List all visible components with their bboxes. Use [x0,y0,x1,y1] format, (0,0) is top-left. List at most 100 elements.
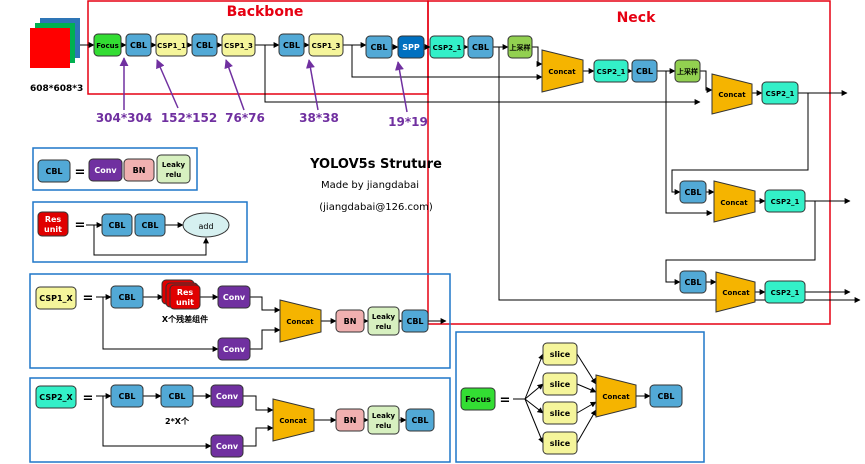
svg-text:CBL: CBL [141,221,158,230]
svg-text:Conv: Conv [216,392,239,401]
neck-cbl-b: CBL [631,59,658,83]
legend-csp1-concat: Concat [279,299,322,343]
legend-focus-cbl: CBL [649,384,683,408]
svg-text:上采样: 上采样 [510,43,531,52]
svg-text:Concat: Concat [720,199,748,207]
svg-text:Focus: Focus [96,42,119,50]
diagram-title: YOLOV5s Struture [309,157,442,172]
legend-focus-concat: Concat [595,374,637,418]
svg-text:Concat: Concat [718,91,746,99]
svg-text:slice: slice [550,409,571,418]
dim-38: 38*38 [299,111,339,125]
legend-focus-frame [455,331,705,463]
svg-text:Concat: Concat [602,393,630,401]
legend-csp1-res-stack: Res unit [161,279,201,310]
svg-text:CSP2_1: CSP2_1 [433,44,462,52]
svg-text:relu: relu [376,323,392,331]
svg-text:CBL: CBL [283,41,300,50]
legend-res-cbl-1: CBL [101,213,133,237]
svg-text:relu: relu [166,171,182,179]
legend-focus-block: Focus [460,387,496,411]
svg-text:CBL: CBL [118,392,135,401]
svg-text:CBL: CBL [130,41,147,50]
input-image-icon [30,18,80,68]
svg-text:CSP1_3: CSP1_3 [312,42,341,50]
svg-text:Leaky: Leaky [162,161,186,169]
svg-text:CSP2_1: CSP2_1 [766,90,795,98]
upsample-1: 上采样 [507,35,533,59]
diagram-email: (jiangdabai@126.com) [319,202,433,213]
legend-csp2-eq: = [83,391,94,406]
svg-text:CBL: CBL [168,392,185,401]
legend-csp1-leaky: Leaky relu [367,306,400,336]
svg-text:CBL: CBL [684,188,701,197]
legend-csp2-twox: 2*X个 [165,416,190,426]
dim-152: 152*152 [161,111,217,125]
legend-focus-slice-1: slice [542,342,578,366]
svg-text:CSP2_X: CSP2_X [39,393,73,402]
legend-csp1-cbl-out: CBL [401,309,429,333]
spp-block: SPP [397,35,425,59]
legend-cbl-block: CBL [37,159,71,183]
input-size-label: 608*608*3 [30,84,83,94]
svg-text:CBL: CBL [411,416,428,425]
legend-cbl-bn: BN [123,158,155,182]
backbone-cbl-4: CBL [365,35,393,59]
backbone-title: Backbone [227,4,304,20]
svg-text:Conv: Conv [94,166,117,175]
backbone-cbl-3: CBL [278,33,305,57]
neck-cbl-c: CBL [679,180,707,204]
legend-csp1-conv-1: Conv [217,285,251,309]
svg-text:CBL: CBL [684,278,701,287]
svg-text:Conv: Conv [223,345,246,354]
svg-text:Leaky: Leaky [372,313,396,321]
svg-text:CBL: CBL [472,43,489,52]
legend-res-add: add [182,212,230,238]
svg-text:Concat: Concat [548,68,576,76]
backbone-csp1-3-b: CSP1_3 [308,33,344,57]
legend-res-block: Res unit [37,211,69,237]
svg-text:slice: slice [550,439,571,448]
neck-concat-3: Concat [713,180,756,223]
svg-text:slice: slice [550,350,571,359]
svg-text:CSP1_3: CSP1_3 [224,42,253,50]
legend-focus-slice-4: slice [542,431,578,455]
neck-csp2-1-b: CSP2_1 [593,59,629,83]
backbone-csp1-3-a: CSP1_3 [221,33,256,57]
legend-csp2-cbl-out: CBL [405,408,435,432]
legend-csp1-eq: = [83,291,94,306]
neck-concat-1: Concat [541,49,584,93]
svg-text:Concat: Concat [286,318,314,326]
legend-csp2-conv-2: Conv [210,434,244,458]
diagram-subtitle: Made by jiangdabai [321,180,419,191]
svg-text:CBL: CBL [108,221,125,230]
svg-text:CSP1_1: CSP1_1 [157,42,186,50]
neck-csp2-1-d: CSP2_1 [764,189,806,213]
neck-csp2-1-a: CSP2_1 [429,35,465,59]
neck-cbl-a: CBL [467,35,494,59]
legend-res-eq: = [75,218,86,233]
upsample-2: 上采样 [674,59,701,83]
legend-csp1-xres: X个残差组件 [162,314,208,324]
backbone-cbl-1: CBL [125,33,152,57]
legend-csp1-frame [29,273,451,369]
dim-304: 304*304 [96,111,152,125]
svg-text:上采样: 上采样 [677,67,698,76]
neck-frame [427,0,831,325]
neck-concat-4: Concat [715,271,756,313]
backbone-csp1-1: CSP1_1 [155,33,188,57]
svg-text:CSP1_X: CSP1_X [39,294,73,303]
legend-focus-eq: = [500,393,511,408]
legend-csp2-leaky: Leaky relu [367,405,400,435]
svg-text:Concat: Concat [722,289,750,297]
svg-text:BN: BN [344,416,357,425]
svg-text:BN: BN [133,166,146,175]
legend-res-cbl-2: CBL [134,213,166,237]
svg-text:CBL: CBL [196,41,213,50]
neck-csp2-1-e: CSP2_1 [764,280,806,304]
legend-cbl-eq: = [75,165,86,180]
dim-19: 19*19 [388,115,428,129]
svg-text:add: add [198,222,213,231]
svg-text:CBL: CBL [370,43,387,52]
svg-text:CSP2_1: CSP2_1 [771,289,800,297]
